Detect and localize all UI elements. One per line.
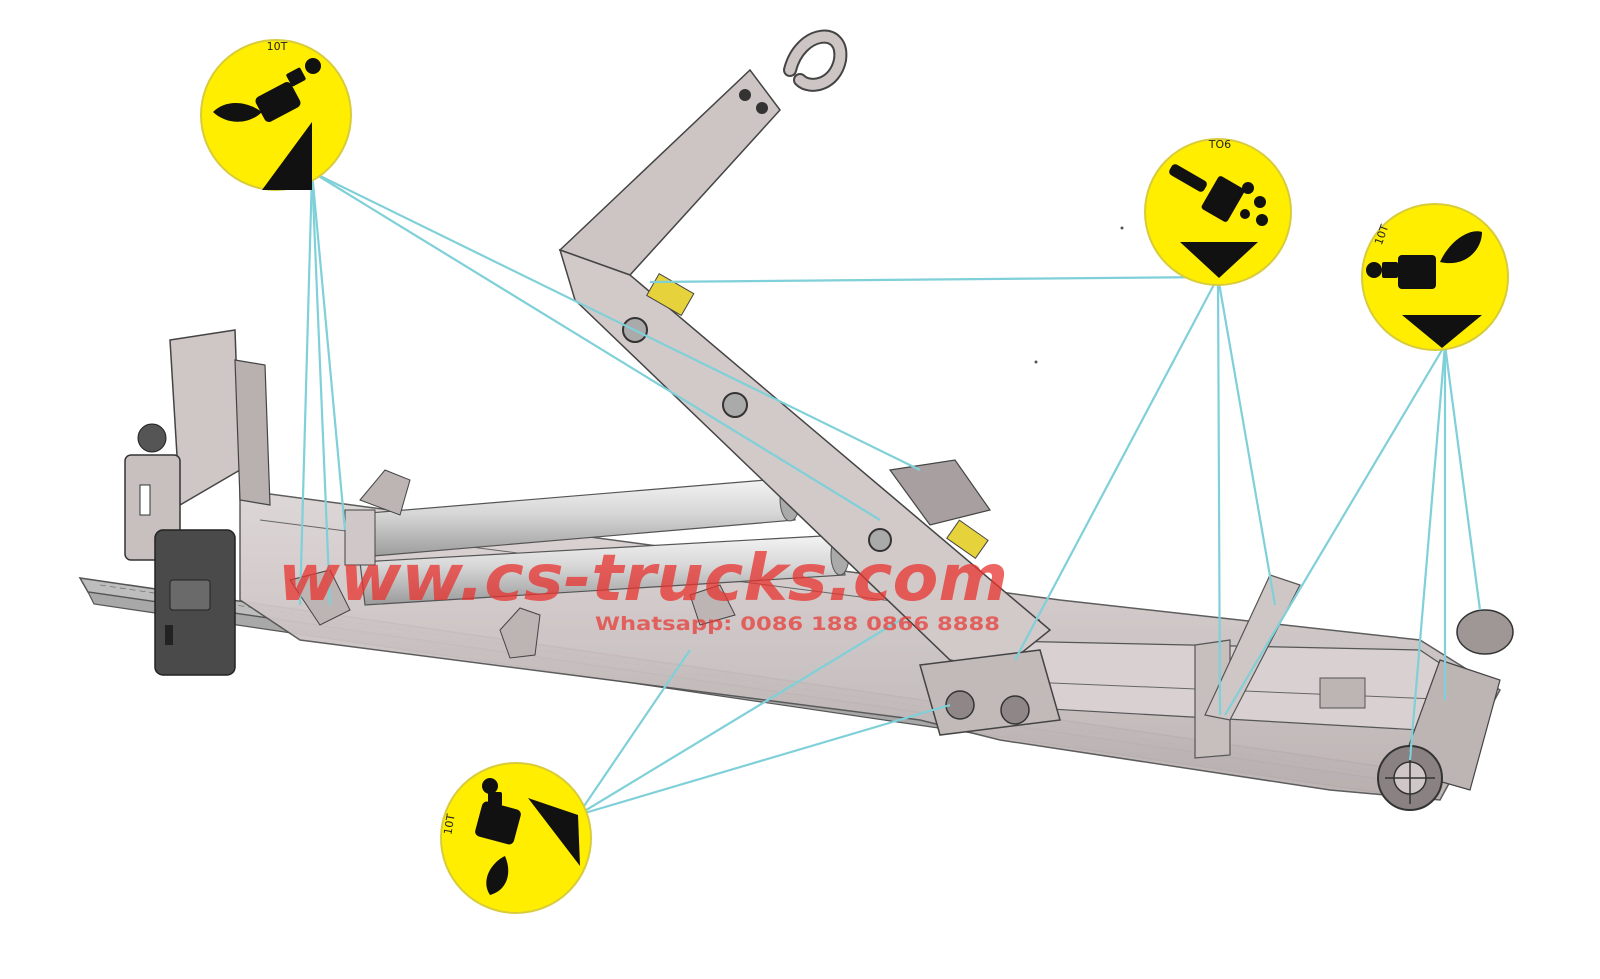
grease-brush-oil-drop-icon bbox=[1366, 231, 1482, 348]
leader-line bbox=[1408, 344, 1447, 761]
grease-brush-oil-drop-icon bbox=[475, 778, 580, 895]
lube-badge-bottom: 10T bbox=[440, 762, 592, 914]
leader-line bbox=[1014, 276, 1219, 661]
hydraulic-tank bbox=[154, 529, 236, 676]
watermark: www.cs-trucks.com Whatsapp: 0086 188 086… bbox=[278, 542, 1008, 635]
front-tower bbox=[124, 329, 271, 561]
watermark-site: www.cs-trucks.com bbox=[278, 542, 1008, 616]
stray-dot bbox=[1034, 360, 1038, 364]
leader-line bbox=[577, 703, 951, 817]
lift-cylinders bbox=[344, 476, 850, 606]
badge-label: TO6 bbox=[1208, 138, 1231, 151]
lubrication-leader-lines bbox=[298, 171, 1482, 817]
leader-line bbox=[1224, 344, 1446, 716]
leader-line bbox=[1443, 344, 1482, 611]
rear-roller bbox=[1377, 609, 1514, 811]
leader-line bbox=[311, 171, 921, 471]
badge-label: 10T bbox=[441, 813, 457, 836]
grease-brush-oil-drop-icon bbox=[213, 58, 321, 190]
leader-line bbox=[577, 649, 691, 816]
leader-line bbox=[1216, 276, 1277, 606]
leader-line bbox=[310, 171, 332, 606]
lube-badge-top-right-a: TO6 bbox=[1144, 138, 1292, 286]
brush-oil-drops-icon bbox=[1169, 164, 1268, 278]
lube-badge-top-right-b: 10T bbox=[1361, 203, 1509, 351]
leader-line bbox=[310, 171, 347, 531]
stray-dot bbox=[1120, 226, 1124, 230]
leader-line bbox=[298, 171, 314, 606]
front-brackets bbox=[289, 469, 736, 659]
rear-pivot bbox=[919, 649, 1061, 736]
leader-line bbox=[1216, 276, 1222, 716]
badge-label: 10T bbox=[267, 40, 288, 53]
leader-line bbox=[649, 275, 1219, 284]
watermark-contact: Whatsapp: 0086 188 0866 8888 bbox=[595, 613, 1000, 635]
lube-badge-top-left: 10T bbox=[200, 39, 352, 191]
hook-arm bbox=[558, 29, 1052, 671]
leader-line bbox=[577, 619, 901, 816]
leader-line bbox=[311, 171, 881, 521]
